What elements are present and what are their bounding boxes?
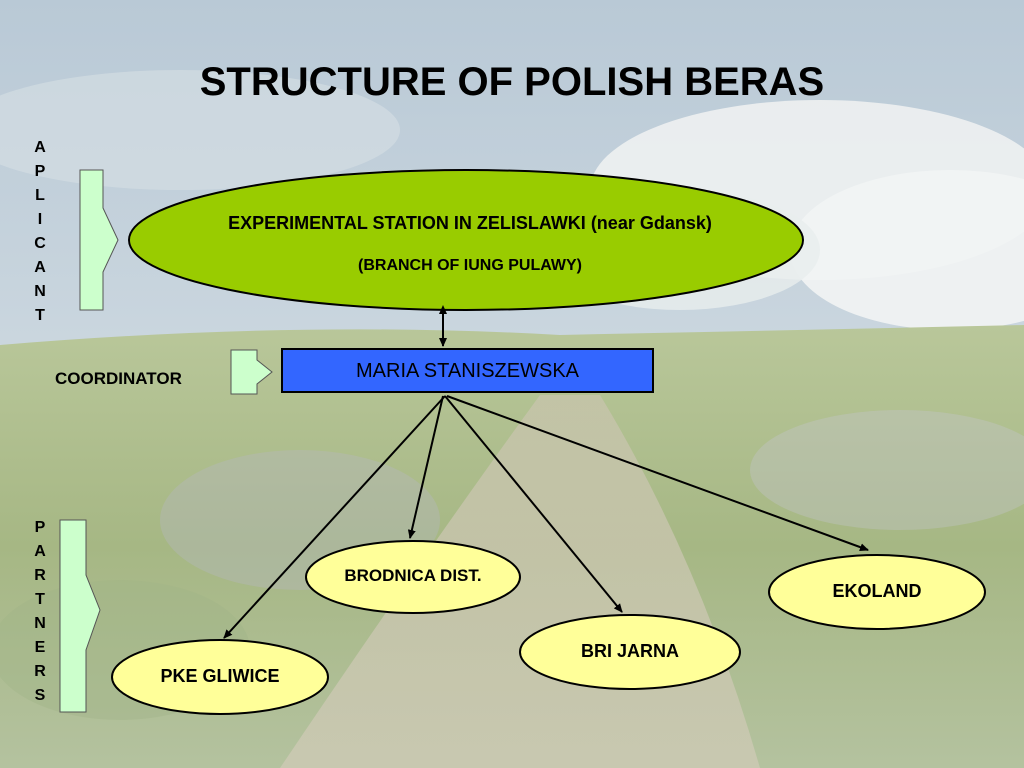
slide-title: STRUCTURE OF POLISH BERAS [199, 60, 825, 104]
applicant-letter: A [34, 259, 46, 276]
partners-letter: N [34, 615, 46, 632]
partners-letter: R [34, 663, 46, 680]
coordinator-name: MARIA STANISZEWSKA [356, 360, 579, 382]
applicant-letter: C [34, 235, 46, 252]
coordinator-label: COORDINATOR [55, 369, 182, 388]
applicant-letter: L [35, 187, 45, 204]
partners-letter: P [34, 519, 46, 536]
applicant-vertical-label: A P L I C A N T [32, 136, 48, 328]
arrow-to-ekoland [446, 395, 869, 552]
arrow-to-pke-gliwice [223, 395, 446, 639]
applicant-letter: A [34, 139, 46, 156]
partners-letter: A [34, 543, 46, 560]
partners-letter: S [34, 687, 46, 704]
partners-letter: E [34, 639, 46, 656]
partner-label-ekoland: EKOLAND [832, 581, 922, 601]
applicant-tab [79, 169, 119, 311]
partner-label-bri-jarna: BRI JARNA [580, 641, 679, 661]
applicant-branch: (BRANCH OF IUNG PULAWY) [358, 257, 582, 274]
applicant-ellipse [128, 169, 804, 311]
partner-ellipse-brodnica [305, 540, 521, 614]
applicant-name: EXPERIMENTAL STATION IN ZELISLAWKI (near… [228, 213, 712, 233]
partners-vertical-label: P A R T N E R S [32, 516, 48, 708]
applicant-letter: N [34, 283, 46, 300]
applicant-letter: T [35, 307, 45, 324]
applicant-letter: P [34, 163, 46, 180]
partners-letter: T [35, 591, 45, 608]
coordinator-tab [230, 349, 273, 395]
partners-tab [59, 519, 101, 713]
partner-ellipse-ekoland [768, 554, 986, 630]
arrow-to-bri-jarna [444, 395, 623, 613]
partner-ellipse-bri-jarna [519, 614, 741, 690]
applicant-letter: I [37, 211, 43, 228]
partners-letter: R [34, 567, 46, 584]
coordinator-box: MARIA STANISZEWSKA [281, 348, 654, 393]
partner-ellipse-pke-gliwice [111, 639, 329, 715]
partner-label-brodnica: BRODNICA DIST. [344, 566, 482, 585]
partner-label-pke-gliwice: PKE GLIWICE [160, 666, 280, 686]
arrow-to-brodnica [407, 395, 444, 539]
